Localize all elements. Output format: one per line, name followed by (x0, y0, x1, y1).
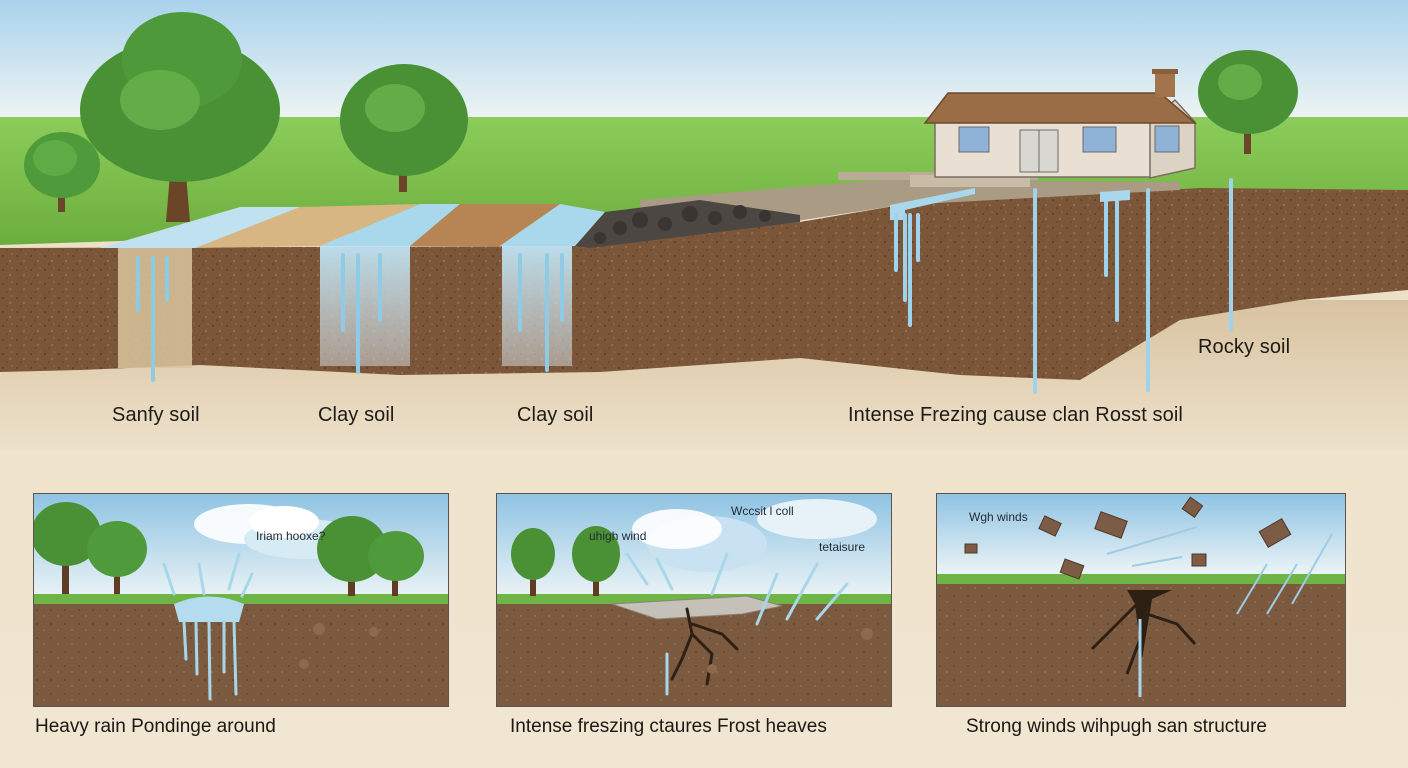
tree-right (1198, 50, 1298, 154)
caption-strong-winds: Strong winds wihpugh san structure (966, 716, 1267, 737)
tree-large (80, 12, 280, 222)
panel-frost-heave: Wccsit l coll uhigh wind tetaisure (496, 493, 892, 707)
soil-cross-section-scene: Sanfy soil Clay soil Clay soil Intense F… (0, 0, 1408, 450)
heavy-rain-illustration (34, 494, 448, 706)
annotation-high-winds: Wgh winds (969, 510, 1028, 524)
label-frost-soil: Intense Frezing cause clan Rosst soil (848, 404, 1183, 426)
annotation-frost-coll: Wccsit l coll (731, 504, 794, 518)
panel-heavy-rain: Iriam hooxe? (33, 493, 449, 707)
strong-winds-illustration (937, 494, 1345, 706)
panel-strong-winds: Wgh winds (936, 493, 1346, 707)
label-clay-soil-1: Clay soil (318, 404, 395, 426)
tree-middle (340, 64, 468, 192)
house (838, 69, 1198, 187)
annotation-rain: Iriam hooxe? (256, 529, 326, 543)
scene-illustration (0, 0, 1408, 450)
caption-heavy-rain: Heavy rain Pondinge around (35, 716, 276, 737)
annotation-high-wind: uhigh wind (589, 529, 647, 543)
label-clay-soil-2: Clay soil (517, 404, 594, 426)
label-rocky-soil: Rocky soil (1198, 336, 1291, 358)
label-sandy-soil: Sanfy soil (112, 404, 200, 426)
caption-frost-heave: Intense freszing ctaures Frost heaves (510, 716, 827, 737)
frost-heave-illustration (497, 494, 891, 706)
annotation-temperature: tetaisure (819, 540, 866, 554)
tree-small-left (24, 132, 100, 212)
